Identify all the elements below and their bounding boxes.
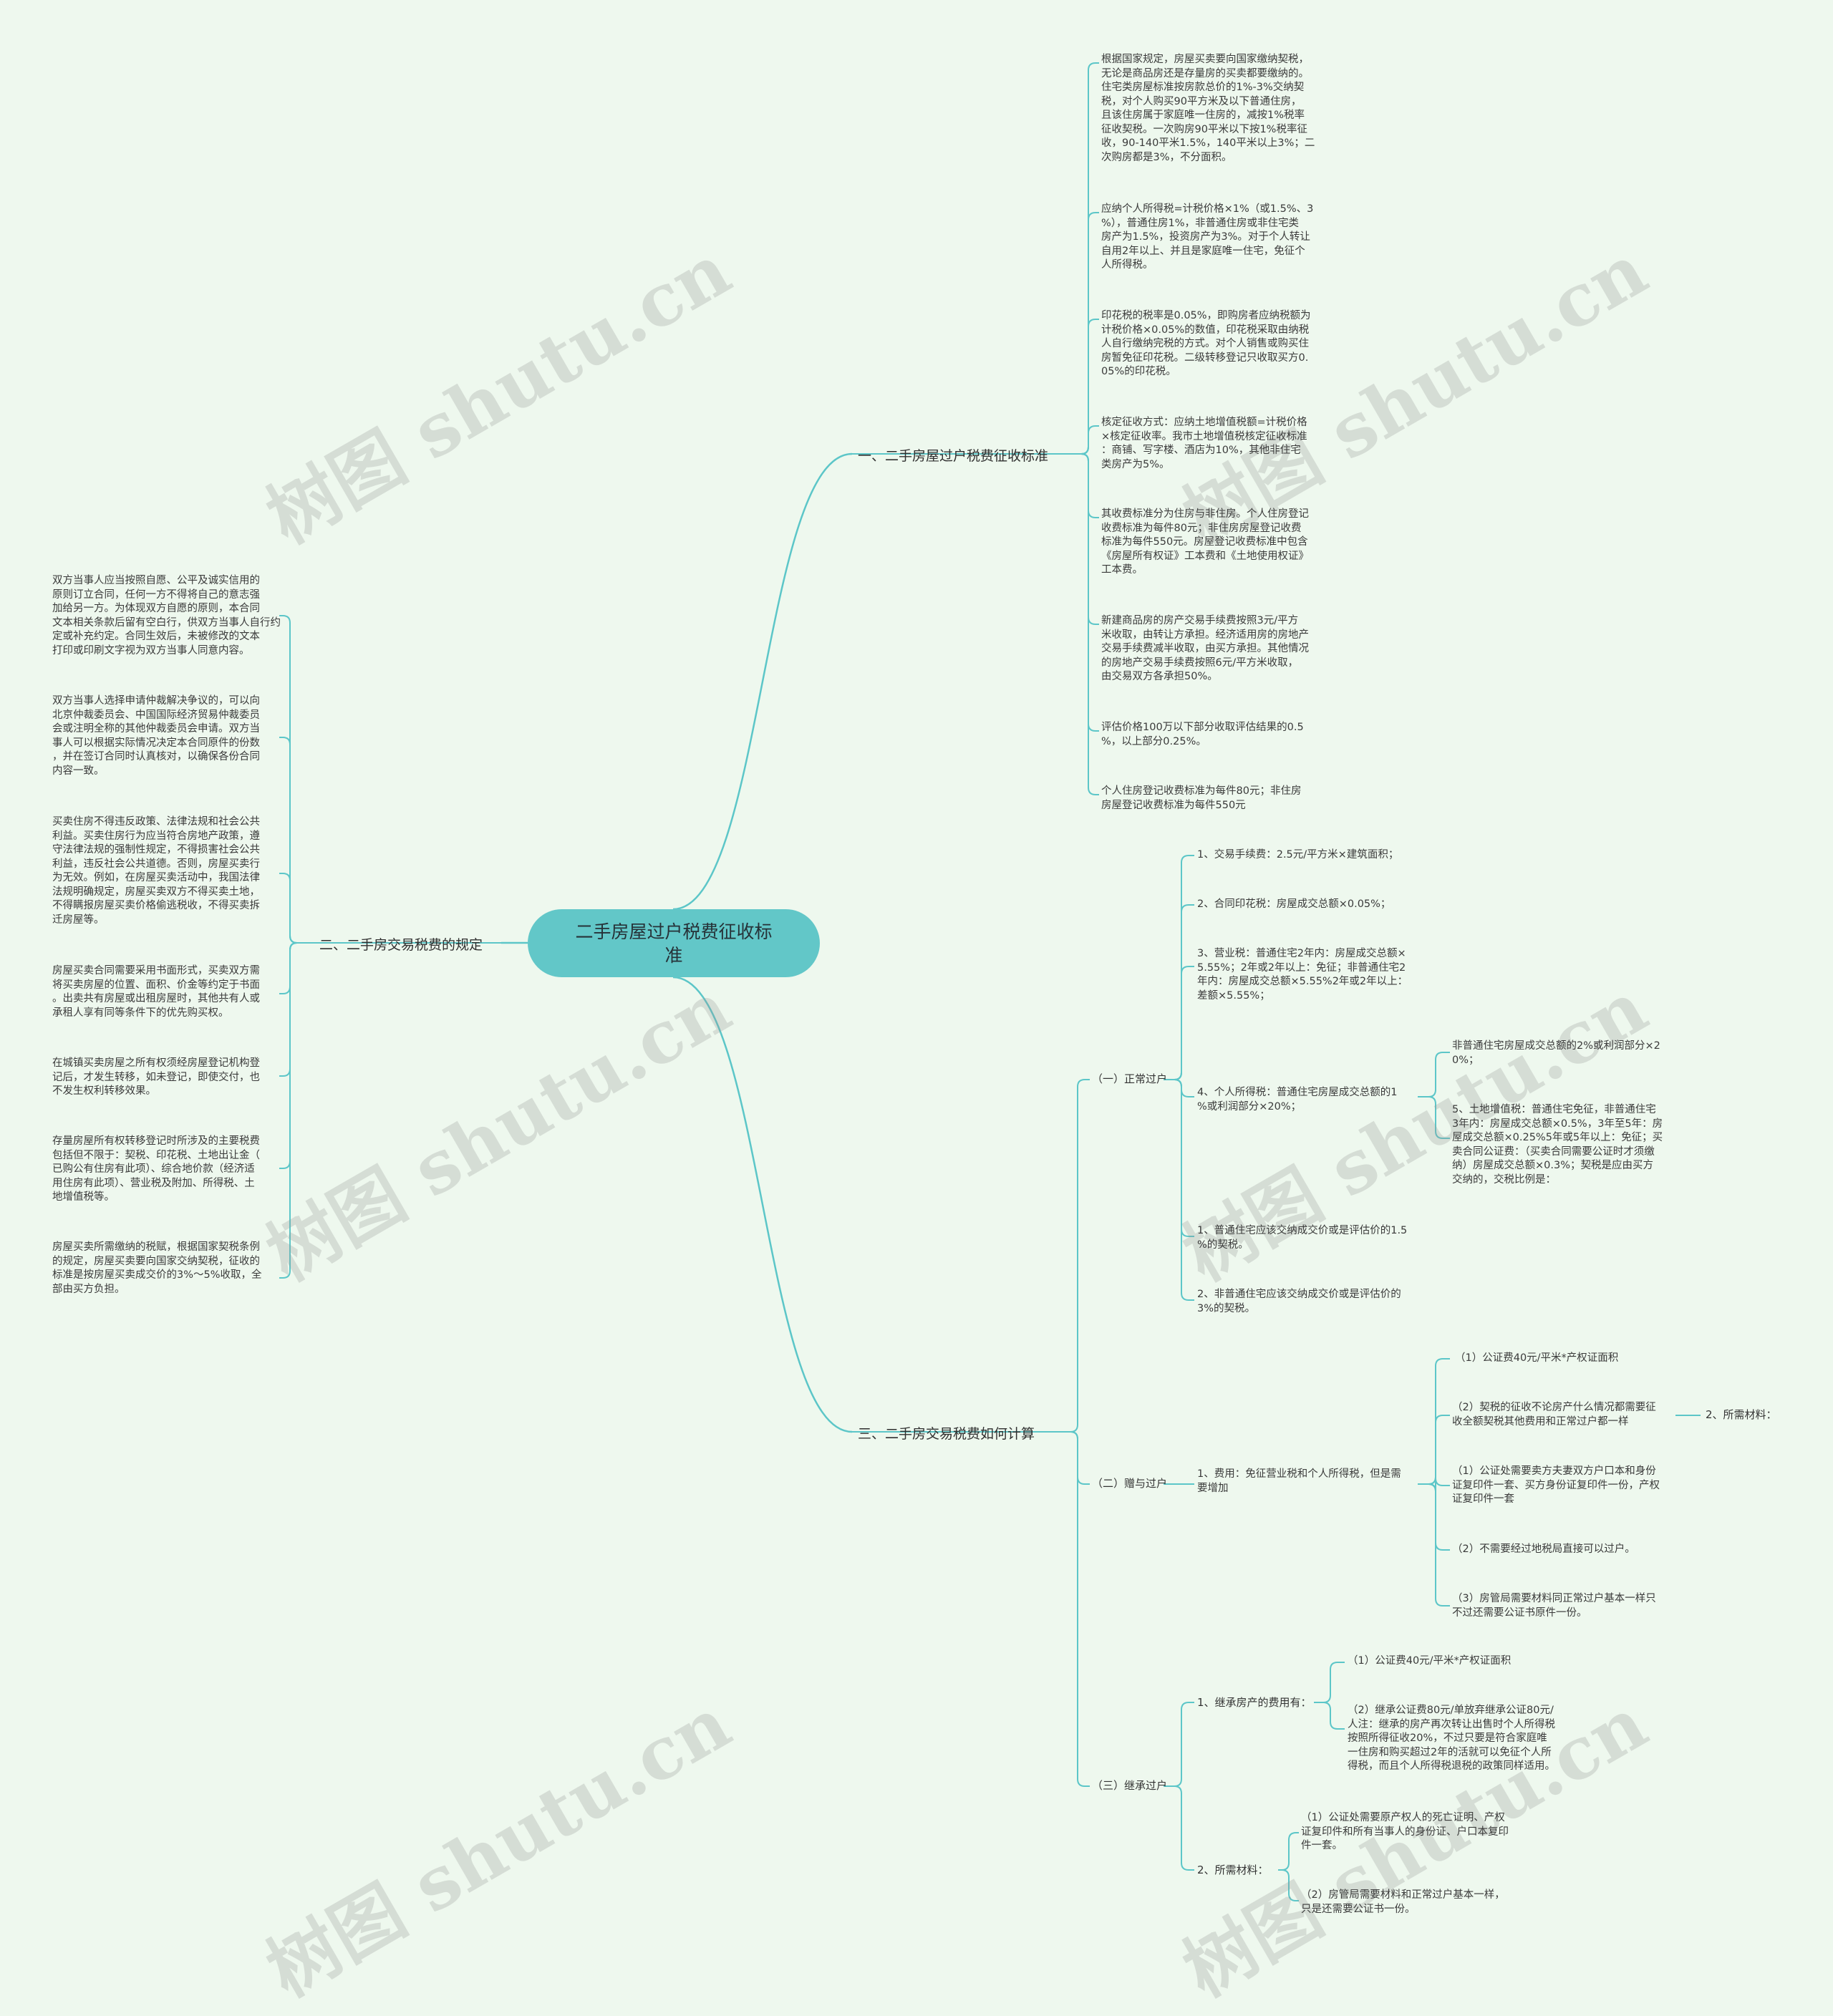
- inherit-transfer-label[interactable]: （三）继承过户: [1092, 1779, 1168, 1792]
- normal-item[interactable]: 3、营业税：普通住宅2年内：房屋成交总额× 5.55%；2年或2年以上：免征；非…: [1197, 948, 1408, 1002]
- connector-line: [279, 942, 298, 1169]
- gift-materials-label[interactable]: 2、所需材料：: [1706, 1408, 1777, 1421]
- connector-line: [1174, 1785, 1194, 1871]
- connector-line: [1080, 453, 1099, 732]
- connector-line: [1174, 904, 1194, 1080]
- connector-line: [1174, 966, 1194, 1080]
- connector-line: [1174, 1702, 1194, 1787]
- root-node[interactable]: 二手房屋过户税费征收标 准: [528, 909, 820, 977]
- branch-1-item[interactable]: 个人住房登记收费标准为每件80元；非住房 房屋登记收费标准为每件550元: [1101, 785, 1302, 811]
- connector-line: [1428, 1096, 1450, 1139]
- connector-line: [1080, 319, 1099, 455]
- connector-line: [672, 976, 853, 1433]
- connector-line: [672, 452, 853, 911]
- branch-2-title[interactable]: 二、二手房交易税费的规定: [319, 937, 483, 953]
- branch-2-item[interactable]: 双方当事人应当按照自愿、公平及诚实信用的 原则订立合同，任何一方不得将自己的意志…: [52, 575, 281, 656]
- normal-item[interactable]: 2、非普通住宅应该交纳成交价或是评估价的 3%的契税。: [1197, 1289, 1401, 1314]
- branch-1-item[interactable]: 根据国家规定，房屋买卖要向国家缴纳契税， 无论是商品房还是存量房的买卖都要缴纳的…: [1101, 54, 1315, 163]
- connector-line: [1070, 1079, 1090, 1433]
- connector-line: [1080, 453, 1099, 795]
- normal-subitem[interactable]: 5、土地增值税：普通住宅免征，非普通住宅 3年内：房屋成交总额×0.5%，3年至…: [1452, 1104, 1663, 1186]
- connector-line: [1174, 1079, 1194, 1097]
- gift-item[interactable]: （2）契税的征收不论房产什么情况都需要征 收全额契税其他费用和正常过户都一样: [1452, 1402, 1656, 1428]
- connector-line: [1080, 62, 1099, 455]
- inherit-fees-label[interactable]: 1、继承房产的费用有：: [1197, 1696, 1312, 1709]
- branch-1-title[interactable]: 一、二手房屋过户税费征收标准: [858, 448, 1049, 464]
- branch-3-title[interactable]: 三、二手房交易税费如何计算: [858, 1426, 1035, 1442]
- gift-fee[interactable]: 1、费用：免征营业税和个人所得税，但是需 要增加: [1197, 1468, 1401, 1494]
- connector-line: [1080, 453, 1099, 625]
- inherit-material-item[interactable]: （2）房管局需要材料和正常过户基本一样， 只是还需要公证书一份。: [1301, 1889, 1505, 1915]
- connector-line: [1281, 1869, 1299, 1901]
- normal-item[interactable]: 1、交易手续费：2.5元/平方米×建筑面积；: [1197, 849, 1399, 861]
- connector-line: [279, 615, 298, 944]
- inherit-materials-label[interactable]: 2、所需材料：: [1197, 1864, 1269, 1876]
- branch-2-item[interactable]: 买卖住房不得违反政策、法律法规和社会公共 利益。买卖住房行为应当符合房地产政策，…: [52, 816, 260, 926]
- connector-line: [1322, 1662, 1345, 1703]
- connector-line: [1080, 453, 1099, 518]
- connector-line: [1070, 1431, 1090, 1787]
- branch-2-item[interactable]: 房屋买卖所需缴纳的税赋，根据国家契税条例 的规定，房屋买卖要向国家交纳契税，征收…: [52, 1241, 262, 1295]
- connector-line: [1428, 1415, 1450, 1485]
- connector-line: [1080, 425, 1099, 455]
- connector-line: [279, 873, 298, 944]
- gift-item[interactable]: （3）房管局需要材料同正常过户基本一样只 不过还需要公证书原件一份。: [1452, 1593, 1656, 1619]
- connector-lines: [279, 62, 1701, 1901]
- connector-line: [1428, 1483, 1450, 1606]
- connector-line: [1428, 1052, 1450, 1097]
- branch-2-item[interactable]: 房屋买卖合同需要采用书面形式，买卖双方需 将买卖房屋的位置、面积、价金等约定于书…: [52, 965, 260, 1019]
- branch-2-item[interactable]: 双方当事人选择申请仲裁解决争议的，可以向 北京仲裁委员会、中国国际经济贸易仲裁委…: [52, 695, 260, 777]
- root-label: 二手房屋过户税费征收标 准: [575, 921, 773, 966]
- gift-transfer-label[interactable]: （二）赠与过户: [1092, 1477, 1168, 1490]
- connector-line: [1174, 1079, 1194, 1301]
- connector-line: [1080, 212, 1099, 455]
- gift-item[interactable]: （1）公证费40元/平米*产权证面积: [1455, 1352, 1619, 1364]
- branch-2-item[interactable]: 在城镇买卖房屋之所有权须经房屋登记机构登 记后，才发生转移，如未登记，即使交付，…: [52, 1057, 260, 1097]
- gift-item[interactable]: （2）不需要经过地税局直接可以过户。: [1452, 1544, 1635, 1555]
- connector-line: [279, 737, 298, 944]
- branch-1-item[interactable]: 核定征收方式：应纳土地增值税额=计税价格 ×核定征收率。我市土地增值税核定征收标…: [1101, 417, 1307, 470]
- normal-item[interactable]: 2、合同印花税：房屋成交总额×0.05%；: [1197, 898, 1391, 910]
- normal-item[interactable]: 4、个人所得税：普通住宅房屋成交总额的1 %或利润部分×20%；: [1197, 1087, 1398, 1113]
- connector-line: [279, 942, 298, 1279]
- branch-1-item[interactable]: 应纳个人所得税=计税价格×1%（或1.5%、3 %），普通住房1%，非普通住房或…: [1101, 203, 1314, 271]
- connector-line: [1174, 1079, 1194, 1237]
- connector-line: [279, 942, 298, 1077]
- connector-line: [1322, 1702, 1345, 1730]
- inherit-material-item[interactable]: （1）公证处需要原产权人的死亡证明、产权 证复印件和所有当事人的身份证、户口本复…: [1301, 1812, 1509, 1851]
- connector-line: [1281, 1832, 1299, 1871]
- connector-line: [1070, 1431, 1090, 1485]
- connector-line: [1428, 1358, 1450, 1485]
- connector-line: [279, 942, 298, 994]
- normal-transfer-label[interactable]: （一）正常过户: [1092, 1072, 1168, 1085]
- inherit-fee-item[interactable]: （1）公证费40元/平米*产权证面积: [1348, 1655, 1512, 1667]
- branch-1-item[interactable]: 评估价格100万以下部分收取评估结果的0.5 %，以上部分0.25%。: [1101, 722, 1304, 747]
- gift-item[interactable]: （1）公证处需要卖方夫妻双方户口本和身份 证复印件一套、买方身份证复印件一份，产…: [1452, 1465, 1660, 1505]
- normal-item[interactable]: 1、普通住宅应该交纳成交价或是评估价的1.5 %的契税。: [1197, 1225, 1408, 1251]
- branch-1-item[interactable]: 其收费标准分为住房与非住房。个人住房登记 收费标准为每件80元；非住房房屋登记收…: [1101, 508, 1309, 576]
- connector-line: [1428, 1483, 1450, 1551]
- branch-1-item[interactable]: 印花税的税率是0.05%，即购房者应纳税额为 计税价格×0.05%的数值，印花税…: [1101, 310, 1311, 377]
- branch-2-item[interactable]: 存量房屋所有权转移登记时所涉及的主要税费 包括但不限于：契税、印花税、土地出让金…: [52, 1135, 260, 1203]
- inherit-fee-item[interactable]: （2）继承公证费80元/单放弃继承公证80元/ 人注：继承的房产再次转让出售时个…: [1348, 1705, 1555, 1772]
- normal-subitem[interactable]: 非普通住宅房屋成交总额的2%或利润部分×2 0%；: [1452, 1040, 1660, 1066]
- branch-1-item[interactable]: 新建商品房的房产交易手续费按照3元/平方 米收取，由转让方承担。经济适用房的房地…: [1101, 615, 1309, 682]
